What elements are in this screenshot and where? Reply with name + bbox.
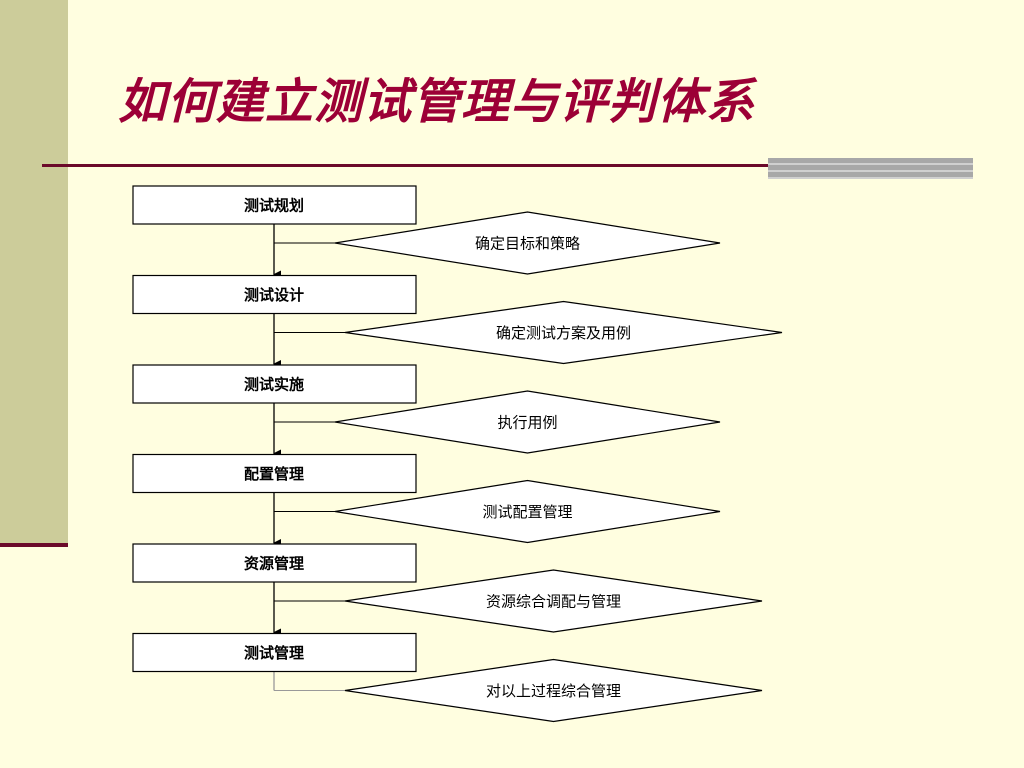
step-box [132,364,417,404]
task-label: 确定目标和策略 [475,235,580,253]
task-diamond [344,569,763,633]
step-box [132,274,417,315]
step-box [132,632,417,673]
task-label: 确定测试方案及用例 [496,324,631,342]
task-diamond [334,390,721,454]
step-label: 配置管理 [244,465,304,483]
left-band-underline [0,543,68,547]
step-label: 测试设计 [244,286,304,304]
step-box [132,185,417,225]
task-label: 资源综合调配与管理 [486,593,621,611]
step-box [132,543,417,583]
step-box [132,453,417,494]
task-label: 执行用例 [497,414,557,432]
task-diamond [334,211,721,275]
page-title: 如何建立测试管理与评判体系 [118,74,756,130]
task-diamond [344,658,763,723]
task-label: 测试配置管理 [482,503,572,521]
step-label: 测试实施 [244,376,304,394]
task-diamond [334,479,721,544]
left-decorative-band [0,0,68,547]
step-label: 测试规划 [244,197,304,215]
title-divider-gray-bar [768,158,973,179]
step-label: 测试管理 [244,644,304,662]
task-diamond [344,300,783,365]
title-divider [42,164,768,167]
step-label: 资源管理 [244,555,304,573]
task-label: 对以上过程综合管理 [486,682,621,700]
